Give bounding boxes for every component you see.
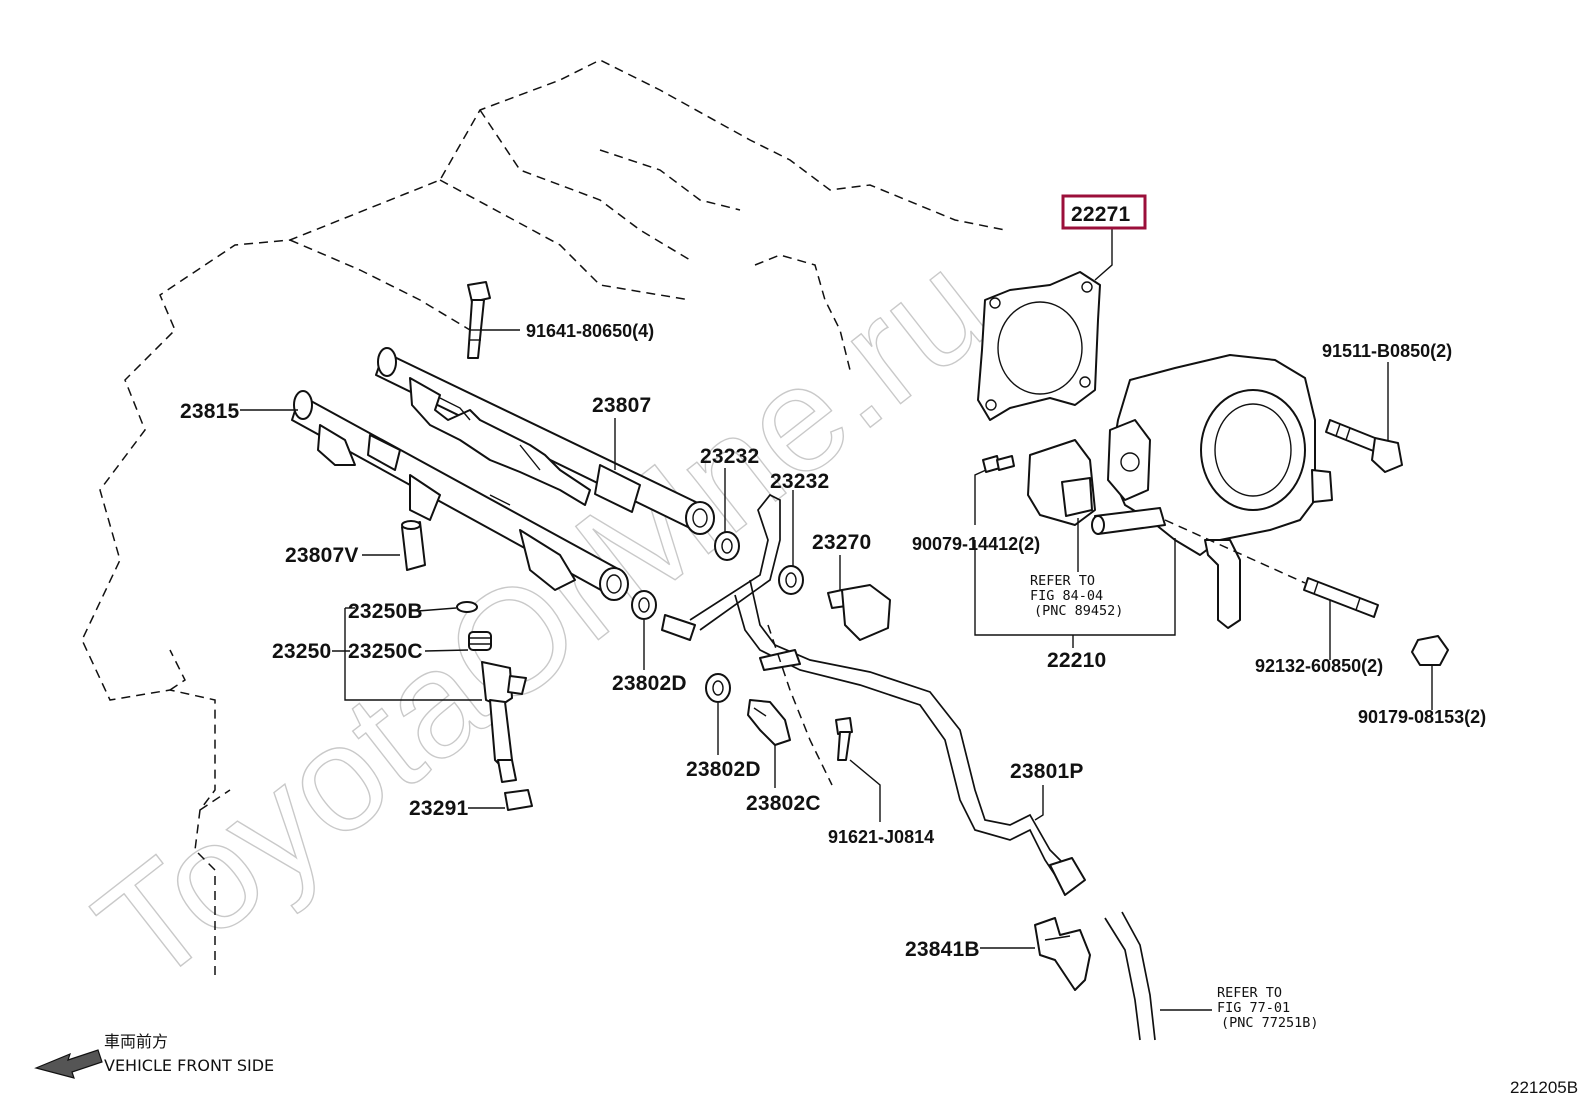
label-23250[interactable]: 23250 [272,640,331,663]
label-23841B[interactable]: 23841B [905,938,980,961]
label-23807V[interactable]: 23807V [285,544,359,567]
stud-92132 [1303,577,1379,618]
filter-23250C [468,631,492,651]
label-23250C[interactable]: 23250C [348,640,423,663]
bolt-91641 [467,281,491,359]
label-92132[interactable]: 92132-60850(2) [1255,656,1383,676]
label-23802D-a[interactable]: 23802D [612,672,687,695]
fuel-rail-23807 [375,347,715,535]
gasket-22271 [977,271,1101,421]
throttle-body-22210 [1091,354,1333,629]
guide-dashed [767,624,833,786]
engine-outline [81,59,1006,975]
sensor-89452 [1027,439,1096,526]
fuel-rail-23815 [291,390,629,601]
highlight-box-22271 [1061,194,1147,230]
label-23802D-b[interactable]: 23802D [686,758,761,781]
part-labels: 22271 91641-80650(4) 23807 23815 23232 2… [180,203,1486,961]
label-23232-a[interactable]: 23232 [700,445,759,468]
label-90179[interactable]: 90179-08153(2) [1358,707,1486,727]
label-22210[interactable]: 22210 [1047,649,1106,672]
front-arrow-icon [34,1049,103,1079]
clip-23841B [1034,917,1091,991]
label-23232-b[interactable]: 23232 [770,470,829,493]
ref-note-77-01[interactable]: REFER TO FIG 77-01 (PNC 77251B) [1217,985,1319,1031]
label-23250B[interactable]: 23250B [348,600,423,623]
figure-code: 221205B [1510,1078,1578,1097]
bolt-23802C [747,699,791,746]
ref2-line1: REFER TO [1217,985,1282,1001]
guide-throttle [1164,519,1306,584]
label-90079[interactable]: 90079-14412(2) [912,534,1040,554]
leader-lines [240,228,1433,1011]
oring-23250B [456,601,478,613]
insulator-23291 [504,789,533,811]
bolt-91621 [835,717,853,761]
ref1-line1: REFER TO [1030,573,1095,589]
label-23801P[interactable]: 23801P [1010,760,1084,783]
label-91641[interactable]: 91641-80650(4) [526,321,654,341]
vehicle-front-indicator: 車両前方 VEHICLE FRONT SIDE [34,1032,274,1079]
label-22271[interactable]: 22271 [1071,203,1131,226]
bolt-91511 [1325,419,1403,473]
direction-jp: 車両前方 [104,1032,168,1051]
label-91621[interactable]: 91621-J0814 [828,827,934,847]
ref1-line2: FIG 84-04 [1030,588,1103,604]
gaskets [631,531,804,703]
damper-23270 [827,584,891,641]
hose-77251B [1104,911,1156,1041]
label-23815[interactable]: 23815 [180,400,240,423]
nut-90179 [1411,635,1449,666]
direction-en: VEHICLE FRONT SIDE [104,1056,274,1075]
label-91511[interactable]: 91511-B0850(2) [1322,341,1452,361]
ref-note-84-04[interactable]: REFER TO FIG 84-04 (PNC 89452) [1030,573,1123,619]
label-23807[interactable]: 23807 [592,394,651,417]
label-23802C[interactable]: 23802C [746,792,821,815]
injector-23250 [481,661,527,783]
insulator-23807V [401,520,426,571]
screw-90079 [982,455,1015,473]
label-23270[interactable]: 23270 [812,531,871,554]
ref2-line3: (PNC 77251B) [1221,1015,1319,1031]
ref1-line3: (PNC 89452) [1034,603,1123,619]
ref2-line2: FIG 77-01 [1217,1000,1290,1016]
label-23291[interactable]: 23291 [409,797,469,820]
